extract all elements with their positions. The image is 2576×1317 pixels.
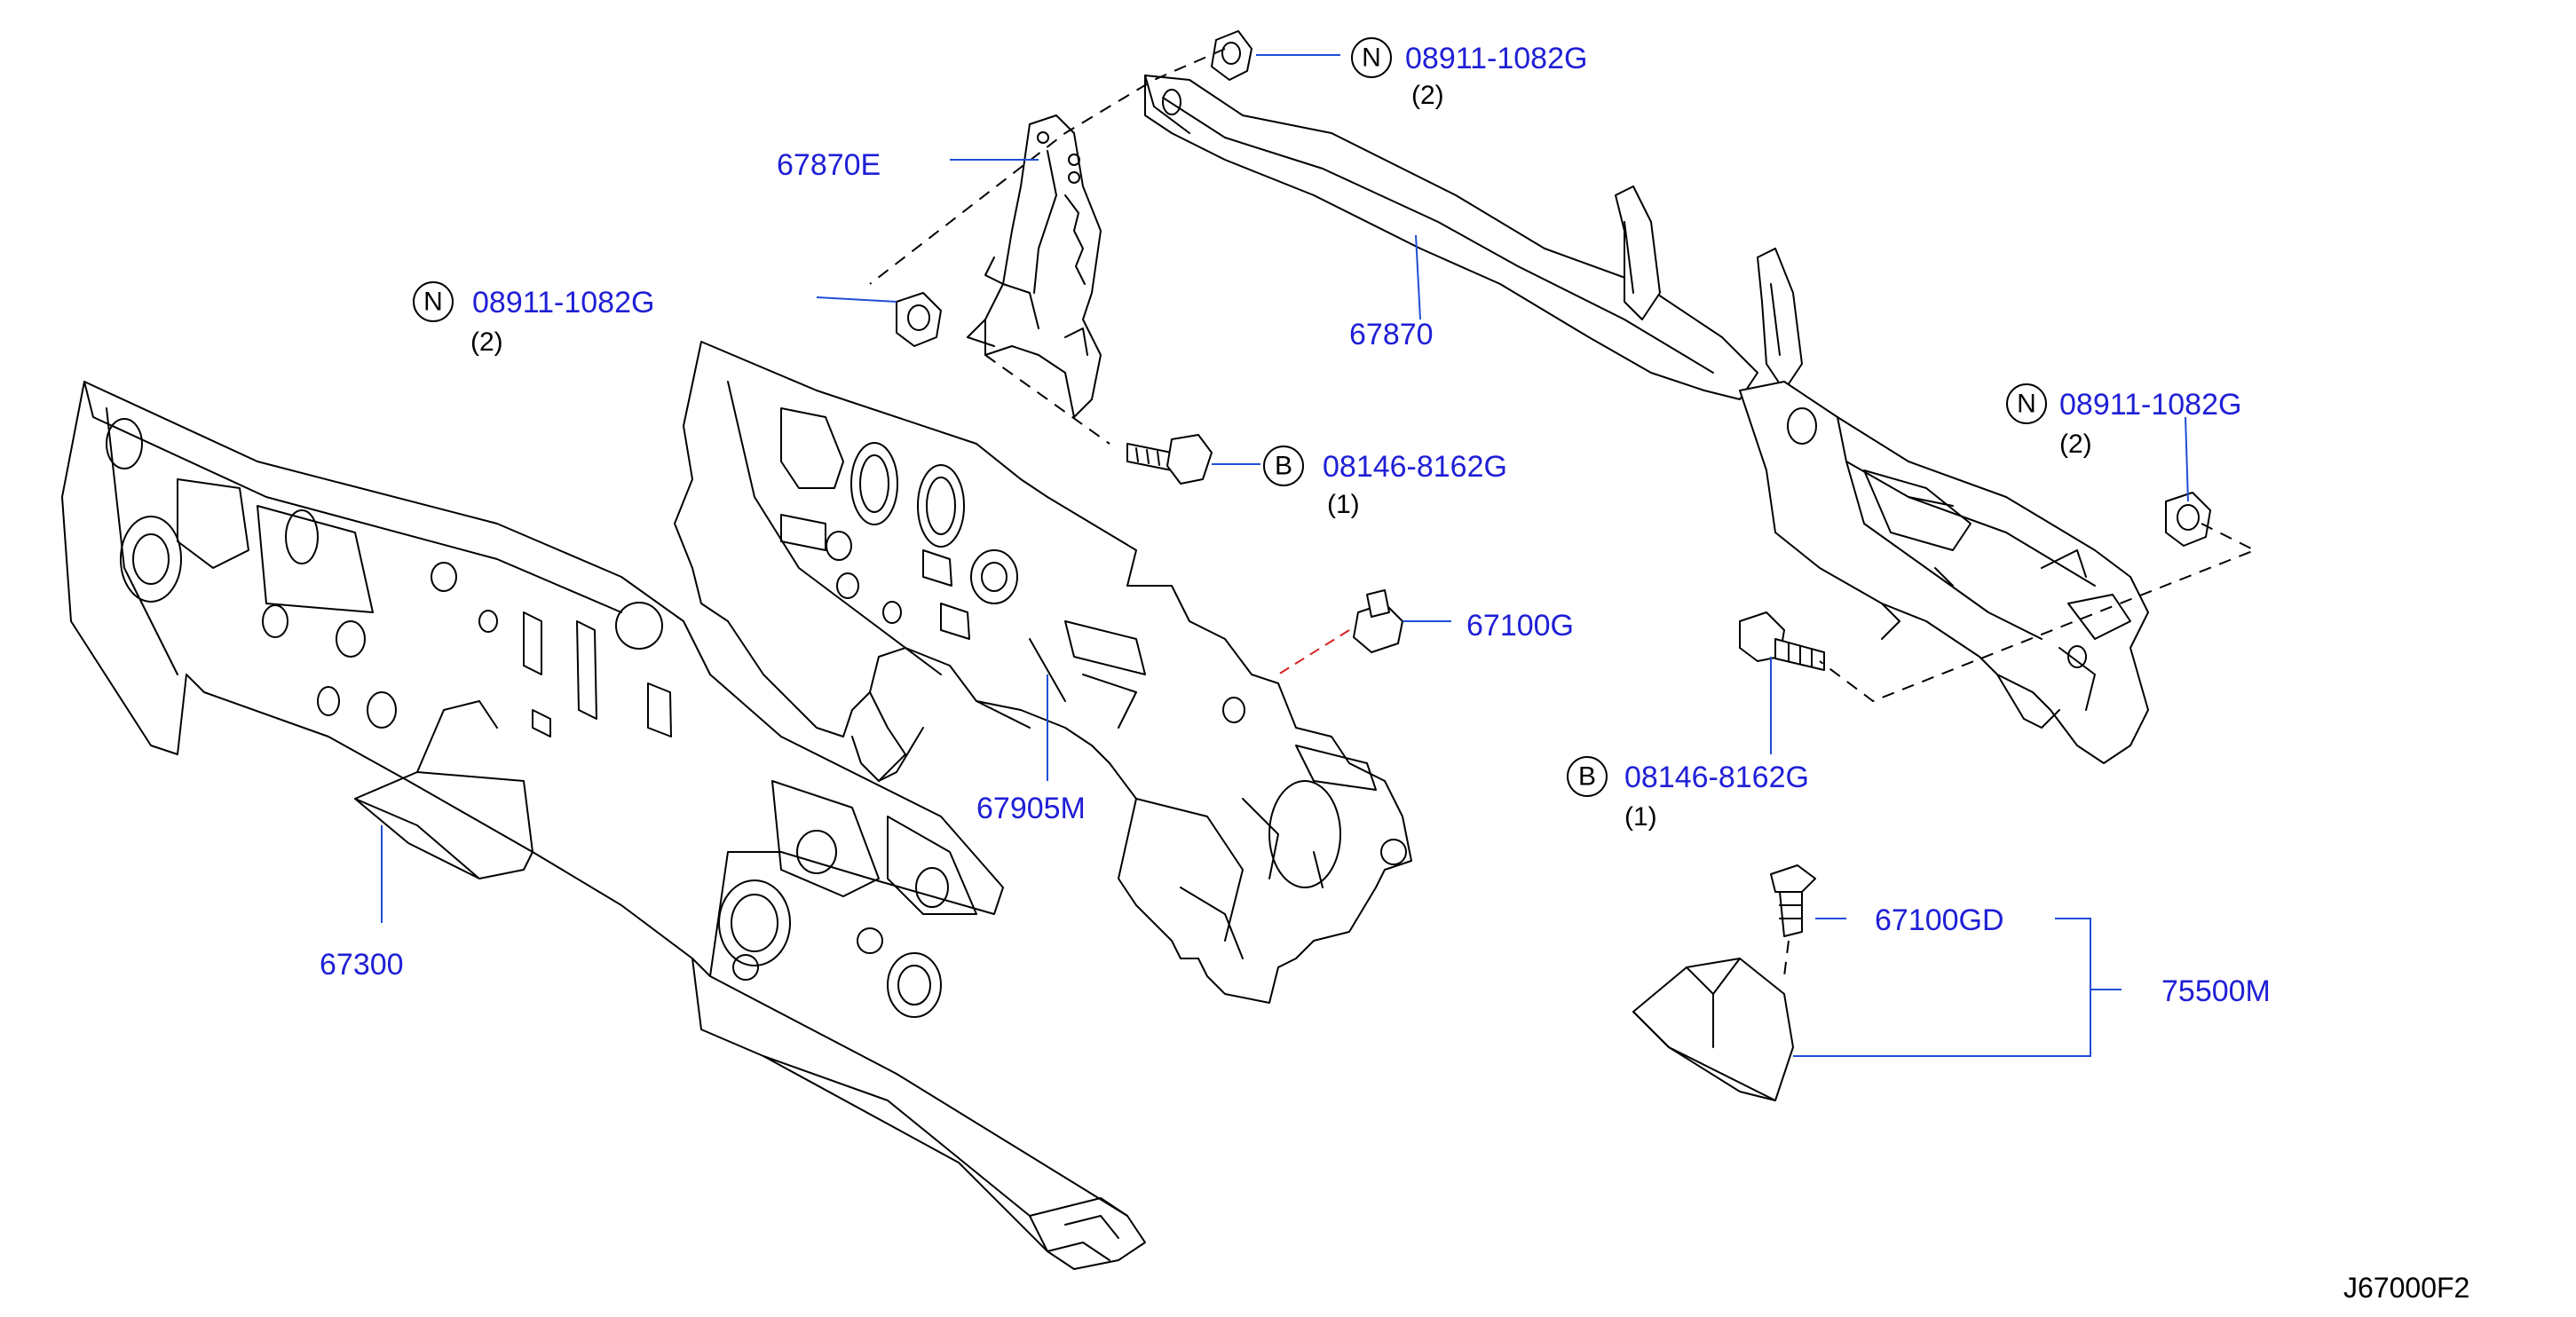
part-number-label[interactable]: 08146-8162G <box>1323 450 1507 484</box>
bolt-mid <box>1126 434 1213 485</box>
bolt-right <box>1739 611 1825 671</box>
callout-bracket[interactable]: 67870E <box>777 148 881 182</box>
quantity-label: (2) <box>2059 430 2092 459</box>
callout-dash-panel[interactable]: 67300 <box>320 948 404 982</box>
bolt-symbol-letter: B <box>1578 762 1596 792</box>
callout-clip-gd[interactable]: 67100GD <box>1875 903 2004 937</box>
insulator-pad-75500m <box>1632 958 1794 1101</box>
dash-panel-67300 <box>61 381 1146 1270</box>
part-number-label[interactable]: 67870E <box>777 148 881 182</box>
nut-symbol-letter: N <box>1362 43 1381 73</box>
callout-insulator[interactable]: 67905M <box>976 792 1086 825</box>
bolt-symbol-letter: B <box>1275 452 1292 481</box>
part-number-label[interactable]: 67870 <box>1349 318 1434 351</box>
callout-clip[interactable]: 67100G <box>1466 609 1574 643</box>
callout-nut-top[interactable]: N 08911-1082G (2) <box>1351 37 1587 110</box>
callout-beam[interactable]: 67870 <box>1349 318 1434 351</box>
clip-67100gd <box>1770 864 1816 937</box>
part-number-label[interactable]: 67100GD <box>1875 903 2004 937</box>
clip-67100g <box>1353 589 1403 653</box>
callout-nut-left[interactable]: N 08911-1082G (2) <box>413 281 654 357</box>
callout-bolt-mid[interactable]: B 08146-8162G (1) <box>1263 446 1507 519</box>
diagram-reference: J67000F2 <box>2343 1272 2469 1304</box>
dash-insulator-67905m <box>674 341 1412 1004</box>
bolt-symbol-circle <box>1263 446 1304 486</box>
callout-assembly[interactable]: 75500M <box>2161 974 2271 1008</box>
nut-top <box>1211 30 1252 81</box>
nut-right <box>2165 492 2211 547</box>
quantity-label: (1) <box>1624 802 1657 832</box>
callout-bolt-right[interactable]: B 08146-8162G (1) <box>1567 756 1809 832</box>
steering-member-67870 <box>1144 75 2149 764</box>
bolt-symbol-circle <box>1567 756 1608 797</box>
part-number-label[interactable]: 67905M <box>976 792 1086 825</box>
part-number-label[interactable]: 08146-8162G <box>1624 761 1809 794</box>
nut-symbol-letter: N <box>423 288 443 317</box>
callout-nut-right[interactable]: N 08911-1082G (2) <box>2006 383 2241 459</box>
quantity-label: (2) <box>470 327 503 357</box>
nut-symbol-circle <box>413 281 454 322</box>
nut-symbol-circle <box>2006 383 2047 424</box>
nut-symbol-letter: N <box>2017 390 2036 419</box>
part-number-label[interactable]: 75500M <box>2161 974 2271 1008</box>
alignment-lines <box>869 48 2257 977</box>
part-number-label[interactable]: 08911-1082G <box>2059 388 2241 422</box>
quantity-label: (2) <box>1411 81 1444 110</box>
bracket-67870e <box>967 114 1102 418</box>
nut-symbol-circle <box>1351 37 1392 78</box>
part-number-label[interactable]: 08911-1082G <box>472 286 654 319</box>
part-number-label[interactable]: 08911-1082G <box>1405 42 1587 75</box>
nut-left <box>896 292 942 347</box>
part-number-label[interactable]: 67100G <box>1466 609 1574 643</box>
quantity-label: (1) <box>1327 490 1360 519</box>
part-number-label[interactable]: 67300 <box>320 948 404 982</box>
leader-lines <box>381 54 2189 1057</box>
